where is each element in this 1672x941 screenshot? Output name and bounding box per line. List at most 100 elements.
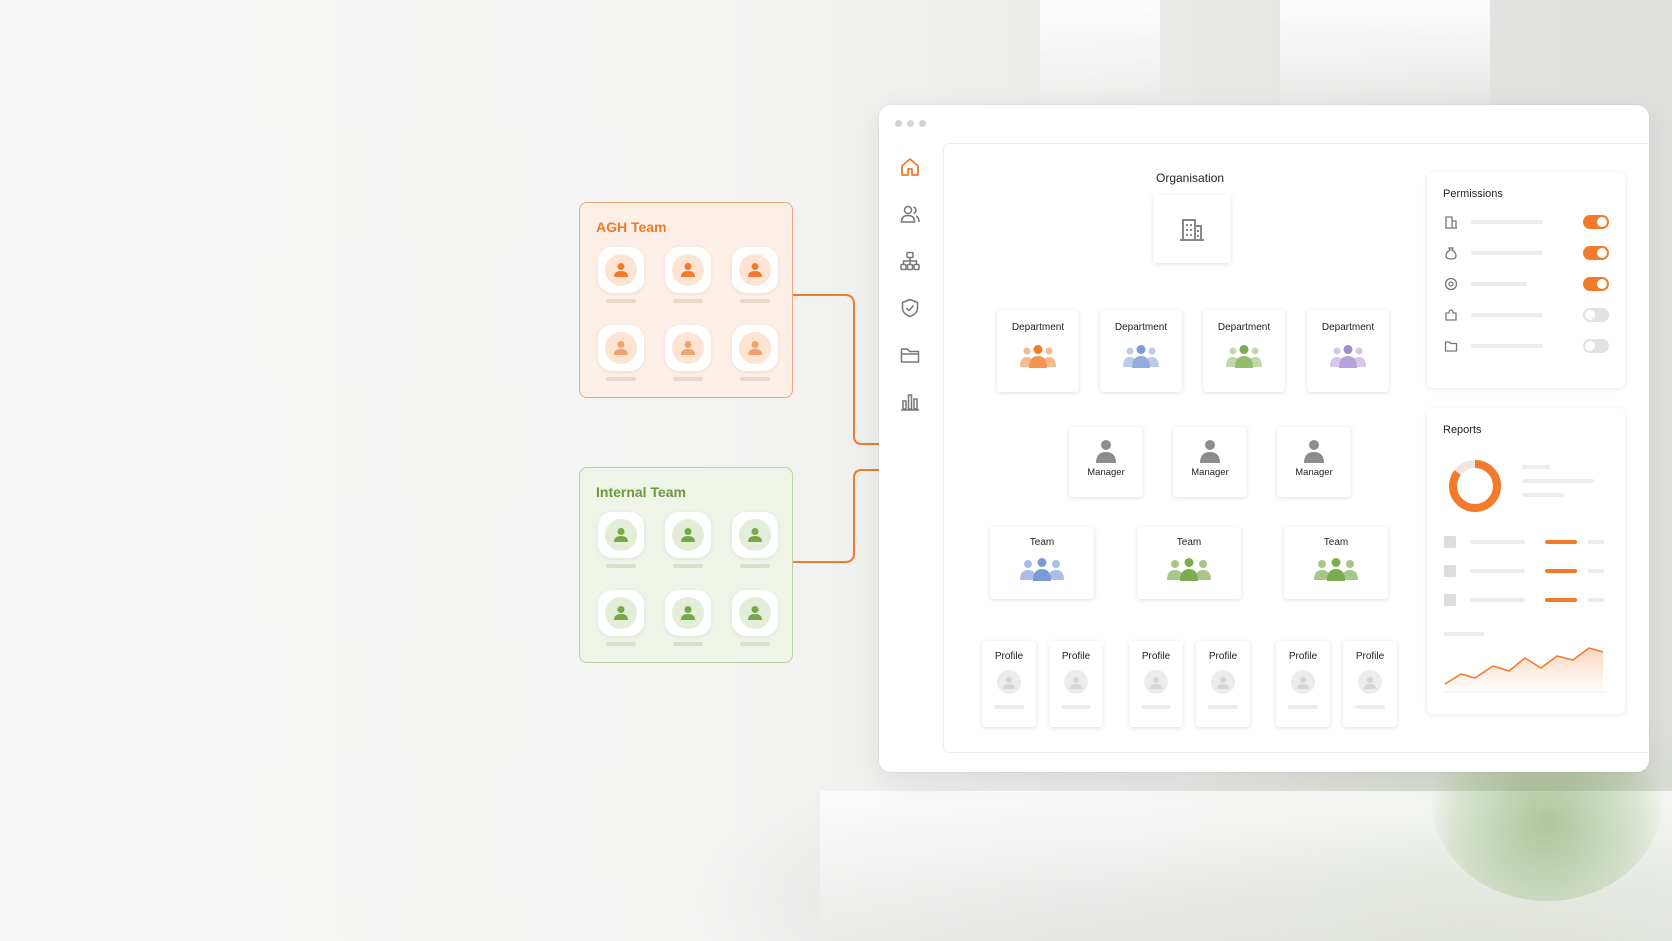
person-icon — [681, 341, 695, 355]
team-member[interactable] — [598, 325, 644, 381]
person-icon — [614, 263, 628, 277]
internal-team-card[interactable]: Internal Team — [579, 467, 793, 663]
agh-team-members — [598, 247, 778, 381]
report-checkbox[interactable] — [1444, 565, 1456, 577]
team-node[interactable]: Team — [990, 527, 1094, 599]
group-icon — [1167, 558, 1211, 581]
avatar — [997, 670, 1021, 694]
permission-row — [1443, 306, 1609, 324]
manager-node[interactable]: Manager — [1277, 427, 1351, 497]
permission-toggle[interactable] — [1583, 308, 1609, 322]
group-icon — [1123, 345, 1159, 368]
donut-chart — [1449, 460, 1501, 512]
person-icon — [1096, 440, 1116, 463]
avatar — [1358, 670, 1382, 694]
report-row — [1444, 536, 1604, 548]
report-row — [1444, 594, 1604, 606]
person-icon — [748, 341, 762, 355]
team-member[interactable] — [732, 247, 778, 303]
manager-label: Manager — [1087, 467, 1125, 478]
shield-icon[interactable] — [898, 296, 922, 319]
person-icon — [614, 528, 628, 542]
avatar — [1064, 670, 1088, 694]
team-member[interactable] — [665, 512, 711, 568]
person-icon — [1304, 440, 1324, 463]
window-controls[interactable] — [895, 120, 926, 127]
department-label: Department — [1217, 322, 1271, 333]
bar-chart-icon[interactable] — [898, 390, 922, 413]
department-label: Department — [1321, 322, 1375, 333]
permission-toggle[interactable] — [1583, 277, 1609, 291]
department-node[interactable]: Department — [997, 310, 1079, 392]
person-icon — [681, 528, 695, 542]
sidebar — [893, 155, 927, 413]
team-member[interactable] — [598, 512, 644, 568]
department-node[interactable]: Department — [1307, 310, 1389, 392]
manager-node[interactable]: Manager — [1173, 427, 1247, 497]
profile-label: Profile — [1355, 651, 1385, 662]
avatar — [1291, 670, 1315, 694]
team-member[interactable] — [598, 590, 644, 646]
team-member[interactable] — [665, 325, 711, 381]
background-window — [1040, 0, 1160, 110]
department-node[interactable]: Department — [1100, 310, 1182, 392]
person-icon — [614, 341, 628, 355]
permission-row — [1443, 337, 1609, 355]
agh-team-card[interactable]: AGH Team — [579, 202, 793, 398]
profile-node[interactable]: Profile — [1129, 641, 1183, 727]
avatar — [1211, 670, 1235, 694]
profile-node[interactable]: Profile — [982, 641, 1036, 727]
profile-node[interactable]: Profile — [1276, 641, 1330, 727]
money-bag-icon — [1443, 245, 1459, 261]
profile-node[interactable]: Profile — [1196, 641, 1250, 727]
puzzle-icon — [1443, 307, 1459, 323]
team-member[interactable] — [598, 247, 644, 303]
person-icon — [748, 528, 762, 542]
manager-node[interactable]: Manager — [1069, 427, 1143, 497]
permission-toggle[interactable] — [1583, 246, 1609, 260]
building-icon — [1443, 214, 1459, 230]
person-icon — [681, 263, 695, 277]
team-member[interactable] — [732, 590, 778, 646]
report-checkbox[interactable] — [1444, 594, 1456, 606]
team-member[interactable] — [665, 590, 711, 646]
department-label: Department — [1011, 322, 1065, 333]
profile-label: Profile — [1288, 651, 1318, 662]
team-member[interactable] — [732, 512, 778, 568]
permission-toggle[interactable] — [1583, 215, 1609, 229]
folder-icon — [1443, 338, 1459, 354]
location-icon — [1443, 276, 1459, 292]
person-icon — [614, 606, 628, 620]
group-icon — [1226, 345, 1262, 368]
group-icon — [1020, 345, 1056, 368]
org-root-node[interactable] — [1153, 195, 1231, 263]
main-panel — [943, 143, 1650, 753]
profile-node[interactable]: Profile — [1049, 641, 1103, 727]
team-node[interactable]: Team — [1137, 527, 1241, 599]
team-member[interactable] — [665, 247, 711, 303]
internal-team-title: Internal Team — [596, 484, 686, 500]
person-icon — [748, 606, 762, 620]
org-chart-icon[interactable] — [898, 249, 922, 272]
users-icon[interactable] — [898, 202, 922, 225]
permission-row — [1443, 213, 1609, 231]
group-icon — [1020, 558, 1064, 581]
folder-icon[interactable] — [898, 343, 922, 366]
team-member[interactable] — [732, 325, 778, 381]
team-node[interactable]: Team — [1284, 527, 1388, 599]
report-legend — [1522, 465, 1594, 507]
permission-row — [1443, 244, 1609, 262]
manager-label: Manager — [1191, 467, 1229, 478]
report-checkbox[interactable] — [1444, 536, 1456, 548]
permissions-card: Permissions — [1427, 172, 1625, 388]
permission-toggle[interactable] — [1583, 339, 1609, 353]
profile-label: Profile — [994, 651, 1024, 662]
building-icon — [1180, 219, 1204, 241]
home-icon[interactable] — [898, 155, 922, 178]
department-node[interactable]: Department — [1203, 310, 1285, 392]
team-label: Team — [1323, 537, 1349, 548]
profile-label: Profile — [1208, 651, 1238, 662]
profile-node[interactable]: Profile — [1343, 641, 1397, 727]
team-label: Team — [1176, 537, 1202, 548]
permission-row — [1443, 275, 1609, 293]
